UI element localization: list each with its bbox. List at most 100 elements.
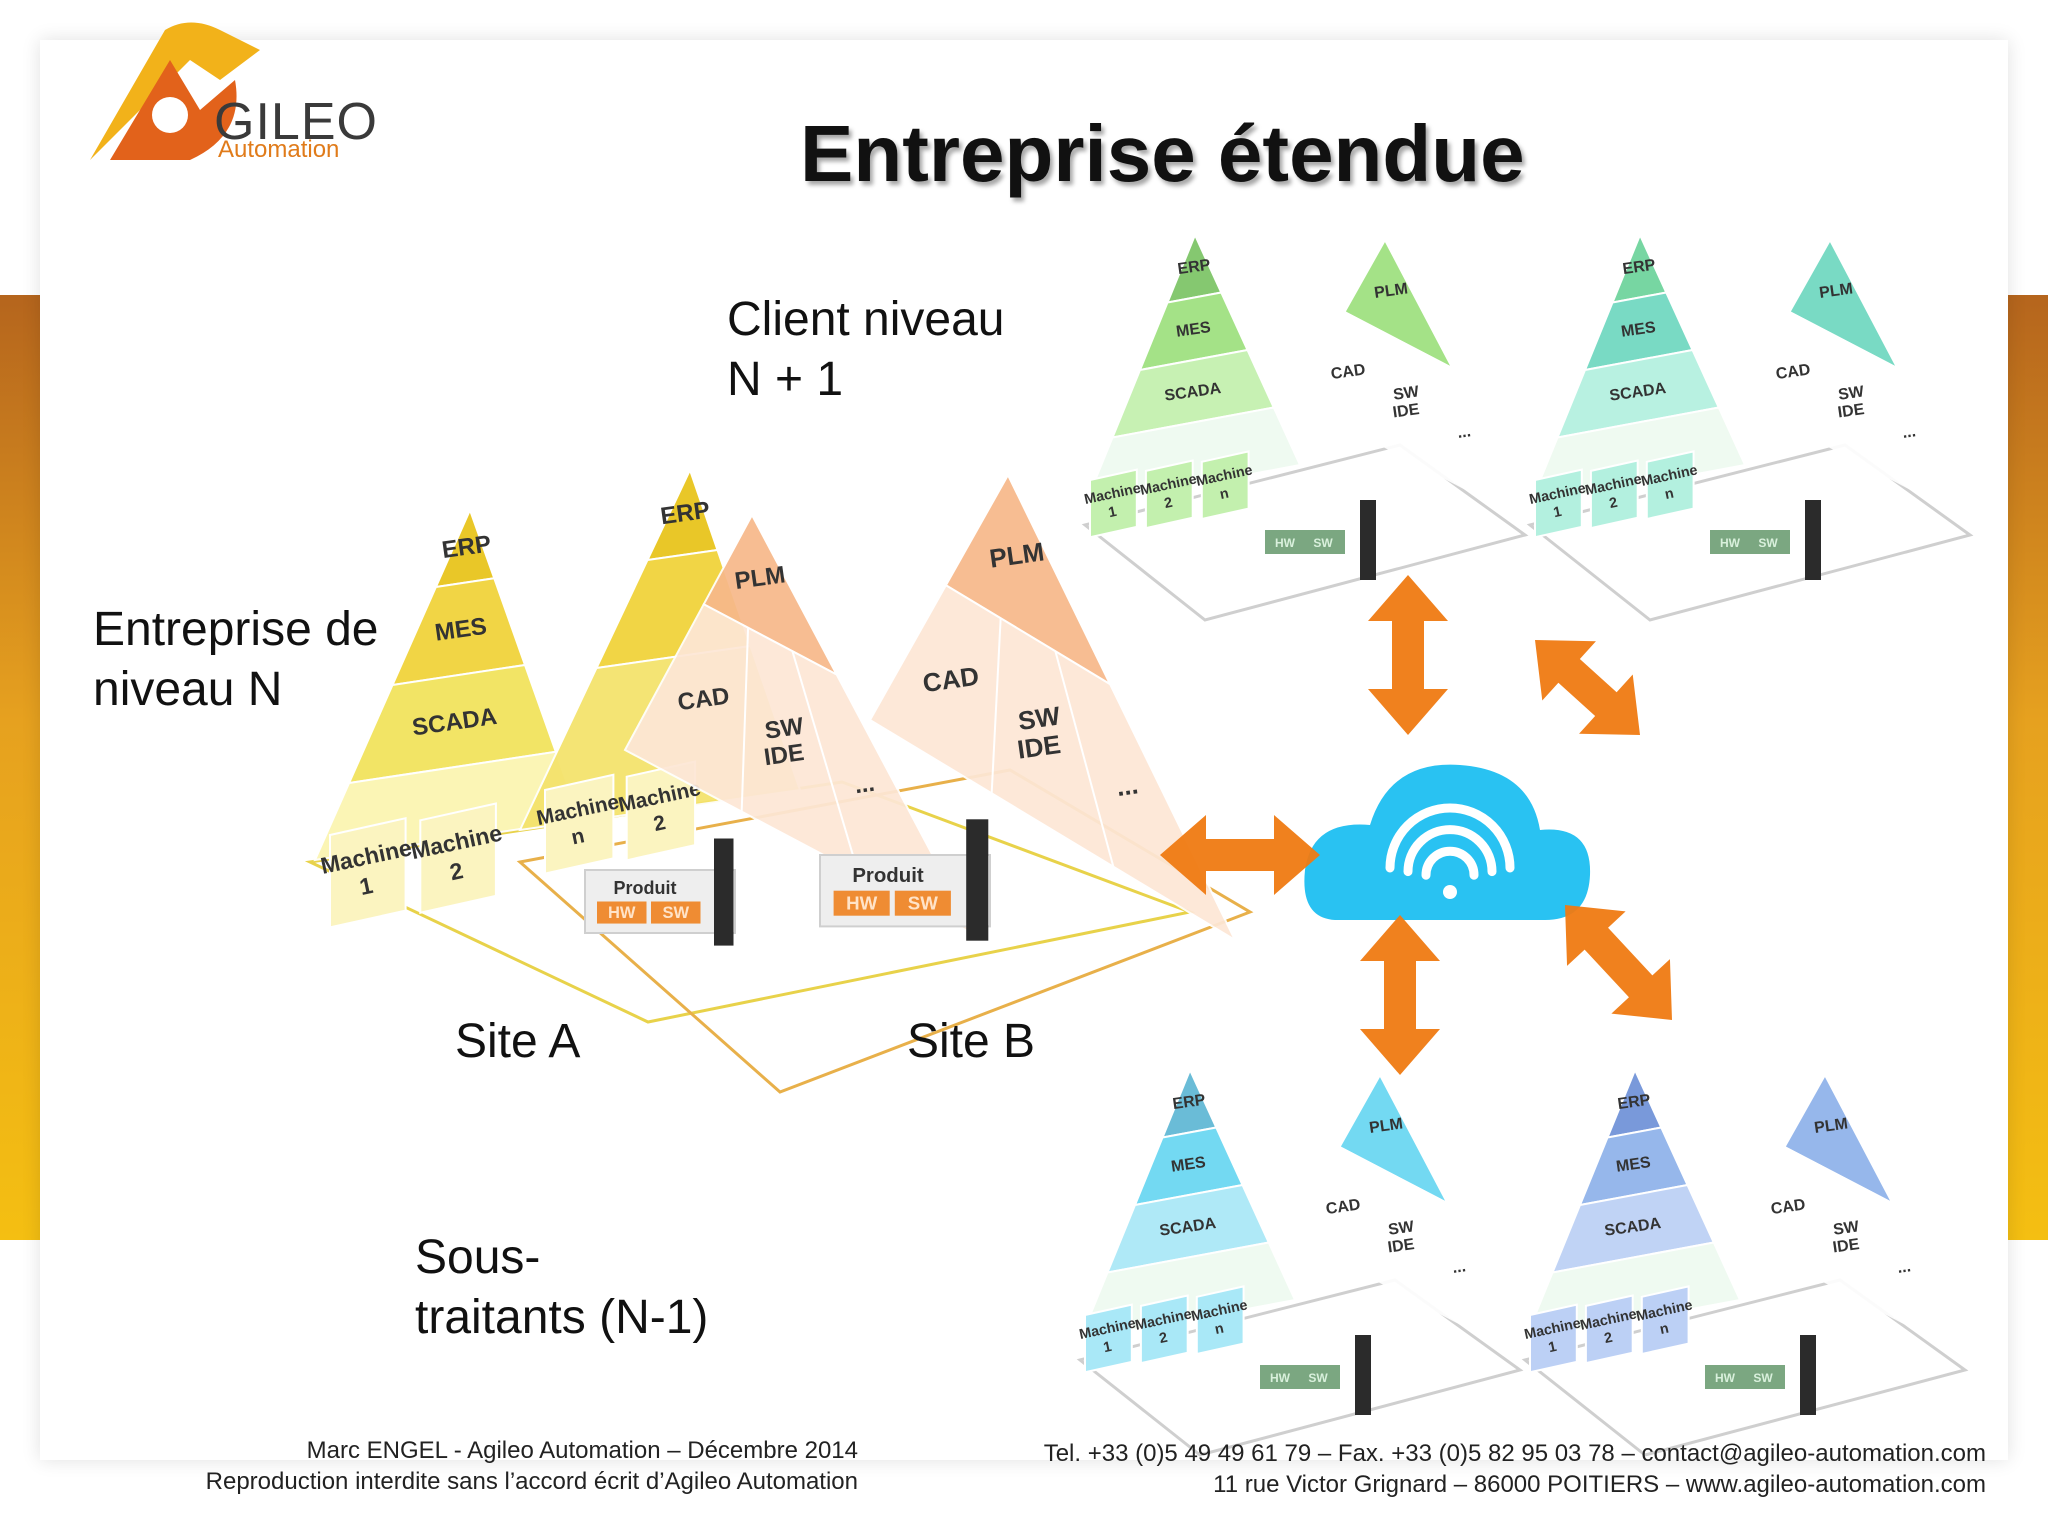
site-b-plm-pyramid-cell-divider [1054,650,1115,867]
site-a-hw-box [597,901,647,924]
left-accent-band [0,295,40,1240]
client-cluster-1-plm-pyramid-cell-label: ... [1456,423,1472,442]
double-arrow-icon-bottom [1360,915,1440,1075]
subcontractor-cluster-2-hw-label: HW [1715,1371,1736,1385]
client-cluster-2-plane [1526,443,1974,622]
client-cluster-2-hw-sw-strip [1710,530,1790,554]
site-b-sw-label: SW [908,892,938,913]
site-a-machine-card [329,816,407,929]
subcontractor-cluster-1-hw-sw-strip [1260,1365,1340,1389]
client-cluster-1-hw-sw-strip [1265,530,1345,554]
client-cluster-1-plm-pyramid-cell-divider [1415,349,1456,484]
site-a-plm-pyramid-cell-label: IDE [762,739,805,771]
subcontractor-cluster-2-plm-pyramid-cell-label: SW [1832,1218,1861,1239]
subcontractor-cluster-1-machine-card [1195,1285,1245,1356]
site-a-device-tower-icon [714,838,734,946]
client-cluster-2-plm-pyramid: PLMCADSWIDE... [1738,237,1983,528]
client-label-line2: N + 1 [727,353,844,406]
subcontractor-cluster-2-machine-card [1529,1303,1578,1374]
site-b-plm-pyramid-cell-label: ... [1114,769,1140,802]
subcontractor-cluster-1-plane [1076,1278,1524,1457]
subcontractor-cluster-1-erp-pyramid-band-label: MES [1170,1154,1207,1176]
site-b-plm-pyramid-cell-label: IDE [1015,729,1062,765]
client-cluster-2-plm-pyramid-cell-label: IDE [1837,401,1866,422]
client-cluster-2-machine-card [1645,450,1695,521]
subcontractor-cluster-2-hw-sw-strip [1705,1365,1785,1389]
subcontractor-cluster-2-plm-pyramid-band-label: PLM [1813,1115,1849,1137]
subcontractor-cluster-1-machine-number: n [1213,1321,1225,1338]
subcontractor-cluster-1-device-tower-icon [1355,1335,1371,1415]
site-a-machine-card [419,802,497,914]
client-cluster-1-hw-label: HW [1275,536,1296,550]
subcontractor-cluster-2-machine-card [1640,1285,1690,1356]
subcontractors-label-line1: Sous- [415,1231,541,1284]
client-cluster-1-plm-pyramid: PLMCADSWIDE... [1293,237,1538,528]
client-cluster-1-machine-card [1089,468,1138,539]
client-cluster-1-sw-label: SW [1313,536,1333,550]
client-cluster-2-machine-number: 1 [1552,504,1563,521]
site-b-label: Site B [907,1015,1036,1068]
wifi-dot [1443,885,1457,899]
site-b-plm-pyramid-cell-label: SW [1016,700,1062,736]
site-a-plm-pyramid-cell-label: ... [853,770,877,800]
subcontractor-cluster-2-device-tower-icon [1800,1335,1816,1415]
cloud-shape [1304,764,1591,920]
client-label: Client niveau N + 1 [727,290,1005,410]
double-arrow-icon-bottom-right [1565,905,1672,1020]
client-label-line1: Client niveau [727,293,1005,346]
site-b-device-tower-icon [966,819,989,941]
subcontractor-cluster-2-plm-pyramid: PLM CAD SWIDE... [1733,1072,1978,1363]
subcontractor-cluster-1-hw-label: HW [1270,1371,1291,1385]
logo-wordmark: GILEO [214,93,378,151]
subcontractor-cluster-2-sw-label: SW [1753,1371,1773,1385]
subcontractor-cluster-1-machine-card [1139,1294,1189,1365]
subcontractor-cluster-1-plm-pyramid-cell-label: IDE [1387,1236,1416,1257]
subcontractor-cluster-1-plm-pyramid-cell-label: ... [1451,1258,1467,1277]
client-cluster-2-erp-pyramid-band-label: ERP [1622,257,1657,278]
client-cluster-1-device-tower-icon [1360,500,1376,580]
footer-contact: Tel. +33 (0)5 49 49 61 79 – Fax. +33 (0)… [1044,1438,1986,1500]
footer-author: Marc ENGEL - Agileo Automation – Décembr… [206,1435,858,1497]
subcontractor-cluster-2-erp-pyramid-band-label: ERP [1617,1092,1652,1113]
logo-subtitle: Automation [218,136,340,163]
client-cluster-1-plm-pyramid-cell-label: CAD [1330,361,1367,383]
wifi-arc [1403,825,1497,877]
subcontractor-cluster-2-plm-pyramid-cell-label: ... [1896,1258,1912,1277]
subcontractor-cluster-2-plm-pyramid-cell-label: CAD [1770,1196,1807,1218]
client-cluster-1-machine-card [1144,459,1194,530]
site-b-plm-pyramid: PLMCADSWIDE... [868,472,1238,943]
site-b-hw-label: HW [846,892,877,913]
site-a-plm-pyramid: PLMCADSWIDE... [623,512,978,938]
client-cluster-1-plm-pyramid-cell-label: SW [1392,383,1421,404]
client-cluster-2-machine-number: 2 [1608,495,1619,512]
footer-contact-line2: 11 rue Victor Grignard – 86000 POITIERS … [1213,1471,1986,1498]
client-cluster-2-hw-label: HW [1720,536,1741,550]
subcontractor-cluster-2-plm-pyramid-cell-divider [1814,1165,1822,1277]
cloud-wifi-icon [1304,764,1591,920]
agileo-logo-icon [90,22,260,160]
enterprise-label-line1: Entreprise de [93,603,379,656]
client-cluster-2-plm-pyramid-cell-label: CAD [1775,361,1812,383]
client-cluster-1-plm-pyramid-band-label: PLM [1373,280,1409,302]
subcontractor-cluster-2-plm-pyramid-cell-label: IDE [1832,1236,1861,1257]
subcontractor-cluster-1-plm-pyramid-cell-label: SW [1387,1218,1416,1239]
client-cluster-2-erp-pyramid-band-label: MES [1620,319,1657,341]
subcontractor-cluster-2-plane [1521,1278,1969,1457]
client-cluster-1-machine-number: n [1218,486,1230,503]
site-b-machine-card [544,773,615,875]
client-cluster-2-device-tower-icon [1805,500,1821,580]
right-accent-band [2008,295,2048,1240]
subcontractors-label-line2: traitants (N-1) [415,1291,709,1344]
footer-author-line1: Marc ENGEL - Agileo Automation – Décembr… [306,1437,858,1464]
enterprise-label: Entreprise de niveau N [93,600,379,720]
site-a-machine-number: 1 [357,872,375,900]
site-a-hw-label: HW [608,904,636,922]
subcontractor-cluster-1-erp-pyramid-band-label: ERP [1172,1092,1207,1113]
client-cluster-2-plm-pyramid-cell-divider [1860,349,1901,484]
site-a-plm-pyramid-cell-divider [740,627,750,812]
subcontractor-cluster-2-plm-pyramid-cell-divider [1855,1184,1896,1319]
subcontractor-cluster-1-machine-number: 2 [1158,1330,1169,1347]
